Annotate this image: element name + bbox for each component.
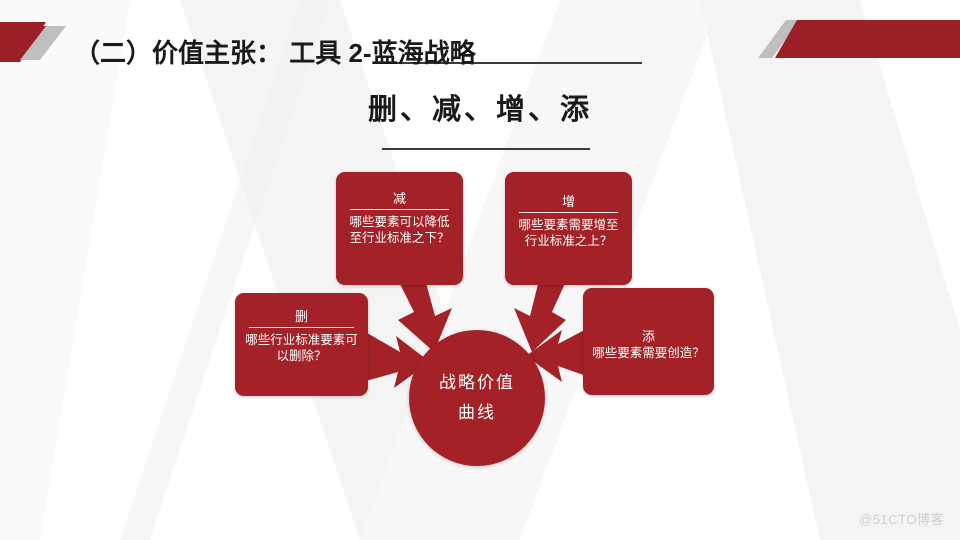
node-tian[interactable]: 添 哪些要素需要创造？ <box>583 288 714 395</box>
node-shan-title: 删 <box>294 309 308 324</box>
ribbon-left-gray <box>20 26 66 60</box>
node-zeng-divider <box>519 212 618 213</box>
title-underline <box>396 62 642 64</box>
node-shan-divider <box>249 327 354 328</box>
ribbon-right-gray <box>758 20 800 58</box>
node-zeng-body: 哪些要素需要增至行业标准之上？ <box>518 218 619 248</box>
subtitle-block: 删、减、增、添 <box>0 92 960 128</box>
node-shan-body: 哪些行业标准要素可以删除？ <box>245 333 358 363</box>
arrow-zeng-to-center <box>514 268 572 352</box>
node-jian[interactable]: 减 哪些要素可以降低至行业标准之下？ <box>336 172 463 285</box>
header-ribbons <box>0 20 960 62</box>
center-line-2: 曲线 <box>458 403 496 422</box>
arrow-jian-to-center <box>392 268 452 352</box>
ribbon-right-red <box>775 20 960 58</box>
arrow-tian-to-center <box>526 326 592 382</box>
node-zeng-title: 增 <box>561 194 575 209</box>
center-node-strategy-value-curve[interactable]: 战略价值 曲线 <box>409 330 545 466</box>
node-tian-title: 添 <box>641 329 655 344</box>
node-jian-body: 哪些要素可以降低至行业标准之下？ <box>349 215 450 245</box>
center-line-1: 战略价值 <box>439 373 515 392</box>
watermark: @51CTO博客 <box>859 512 944 527</box>
node-tian-body: 哪些要素需要创造？ <box>592 346 705 360</box>
node-shan[interactable]: 删 哪些行业标准要素可以删除？ <box>235 293 368 396</box>
title-block: （二）价值主张： 工具 2-蓝海战略 <box>74 36 794 76</box>
node-jian-title: 减 <box>392 191 406 206</box>
node-zeng[interactable]: 增 哪些要素需要增至行业标准之上？ <box>505 172 632 285</box>
subtitle: 删、减、增、添 <box>367 94 592 126</box>
page-title: （二）价值主张： 工具 2-蓝海战略 <box>74 38 476 68</box>
node-jian-divider <box>350 209 449 210</box>
subtitle-underline <box>382 148 590 150</box>
